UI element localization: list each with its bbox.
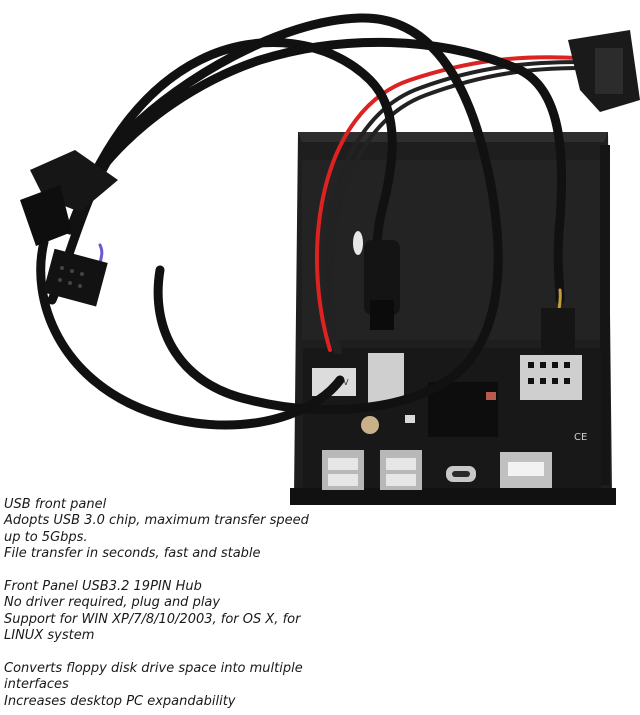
description-line: up to 5Gbps. bbox=[4, 529, 88, 545]
cables bbox=[36, 13, 582, 430]
usb-port-2 bbox=[380, 450, 422, 490]
card-reader-slot bbox=[500, 452, 552, 488]
description-line: interfaces bbox=[4, 677, 69, 693]
description-paragraph: Front Panel USB3.2 19PIN Hub No driver r… bbox=[4, 579, 376, 645]
description-paragraph: Converts floppy disk drive space into mu… bbox=[4, 661, 376, 710]
description-line: Increases desktop PC expandability bbox=[4, 693, 236, 709]
description-paragraph: USB front panel Adopts USB 3.0 chip, max… bbox=[4, 497, 376, 563]
description-line: Front Panel USB3.2 19PIN Hub bbox=[4, 579, 202, 595]
ce-mark: CE bbox=[574, 432, 587, 443]
description-line: Converts floppy disk drive space into mu… bbox=[4, 661, 303, 677]
product-description: USB front panel Adopts USB 3.0 chip, max… bbox=[4, 497, 376, 710]
description-line: LINUX system bbox=[4, 628, 95, 644]
product-photo: 5V CE bbox=[20, 13, 640, 505]
usb-c-port bbox=[446, 466, 476, 482]
usb2-9pin-header-connector bbox=[42, 248, 108, 307]
usb3-19pin-header-connector bbox=[20, 150, 118, 246]
audio-header-connector bbox=[541, 308, 575, 353]
sata-power-connector bbox=[568, 30, 640, 112]
description-line: No driver required, plug and play bbox=[4, 595, 221, 611]
description-line: Support for WIN XP/7/8/10/2003, for OS X… bbox=[4, 611, 301, 627]
description-line: Adopts USB 3.0 chip, maximum transfer sp… bbox=[4, 513, 309, 529]
internal-usb-plug bbox=[364, 240, 400, 330]
description-line: USB front panel bbox=[4, 497, 107, 512]
description-line: File transfer in seconds, fast and stabl… bbox=[4, 546, 261, 562]
usb-port-1 bbox=[322, 450, 364, 490]
